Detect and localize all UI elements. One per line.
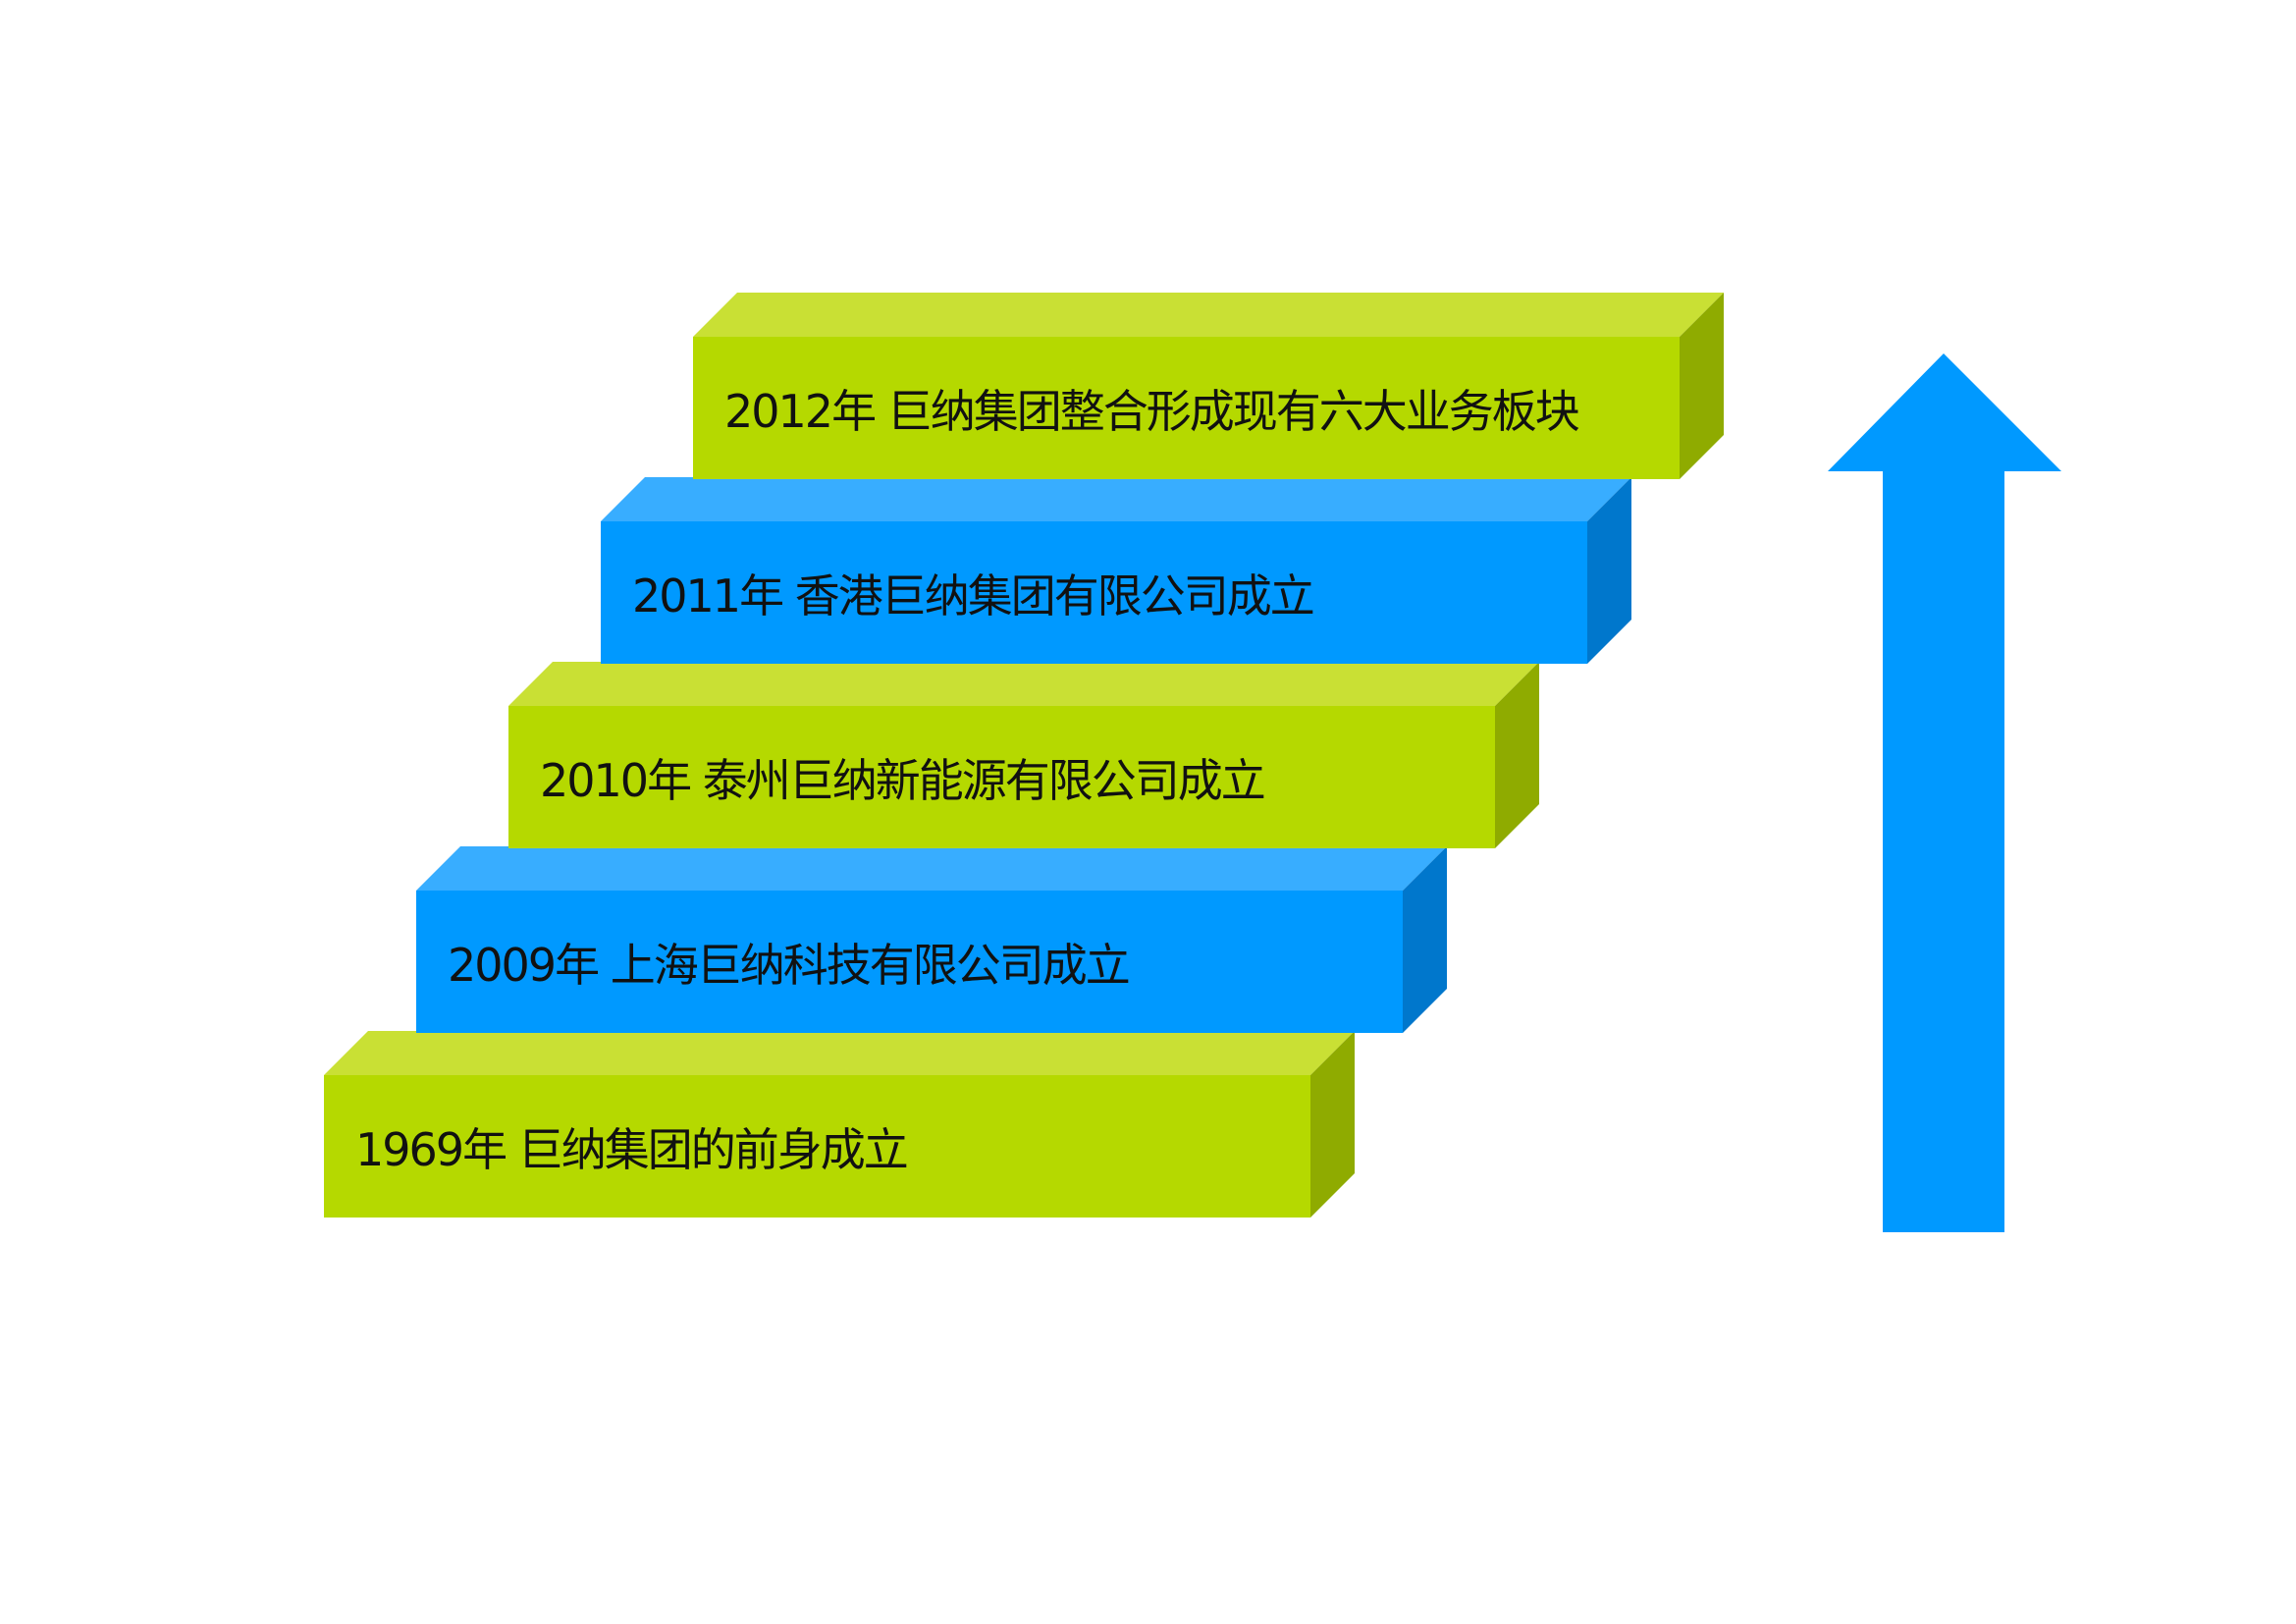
step-top-face xyxy=(693,293,1724,337)
step-top-face xyxy=(324,1031,1355,1075)
step-label: 2009年 上海巨纳科技有限公司成立 xyxy=(448,939,1129,992)
step-label: 2011年 香港巨纳集团有限公司成立 xyxy=(632,569,1313,623)
step-side-face xyxy=(1680,293,1724,479)
step-top-face xyxy=(508,662,1539,706)
step-label: 2012年 巨纳集团整合形成现有六大业务板块 xyxy=(724,385,1579,438)
timeline-step: 2011年 香港巨纳集团有限公司成立 xyxy=(601,477,1631,664)
step-front-face xyxy=(508,706,1495,848)
step-side-face xyxy=(1310,1031,1355,1218)
timeline-step: 2009年 上海巨纳科技有限公司成立 xyxy=(416,846,1447,1033)
step-front-face xyxy=(416,891,1403,1033)
step-side-face xyxy=(1403,846,1447,1033)
step-front-face xyxy=(324,1075,1310,1218)
step-side-face xyxy=(1587,477,1631,664)
step-front-face xyxy=(693,337,1680,479)
step-front-face xyxy=(601,521,1587,664)
step-top-face xyxy=(601,477,1631,521)
step-top-face xyxy=(416,846,1447,891)
step-label: 2010年 泰州巨纳新能源有限公司成立 xyxy=(540,754,1264,807)
timeline-step: 2012年 巨纳集团整合形成现有六大业务板块 xyxy=(693,293,1724,479)
step-label: 1969年 巨纳集团的前身成立 xyxy=(355,1123,907,1176)
timeline-step: 2010年 泰州巨纳新能源有限公司成立 xyxy=(508,662,1539,848)
step-side-face xyxy=(1495,662,1539,848)
arrow-up-icon xyxy=(1828,353,2061,1232)
timeline-step: 1969年 巨纳集团的前身成立 xyxy=(324,1031,1355,1218)
